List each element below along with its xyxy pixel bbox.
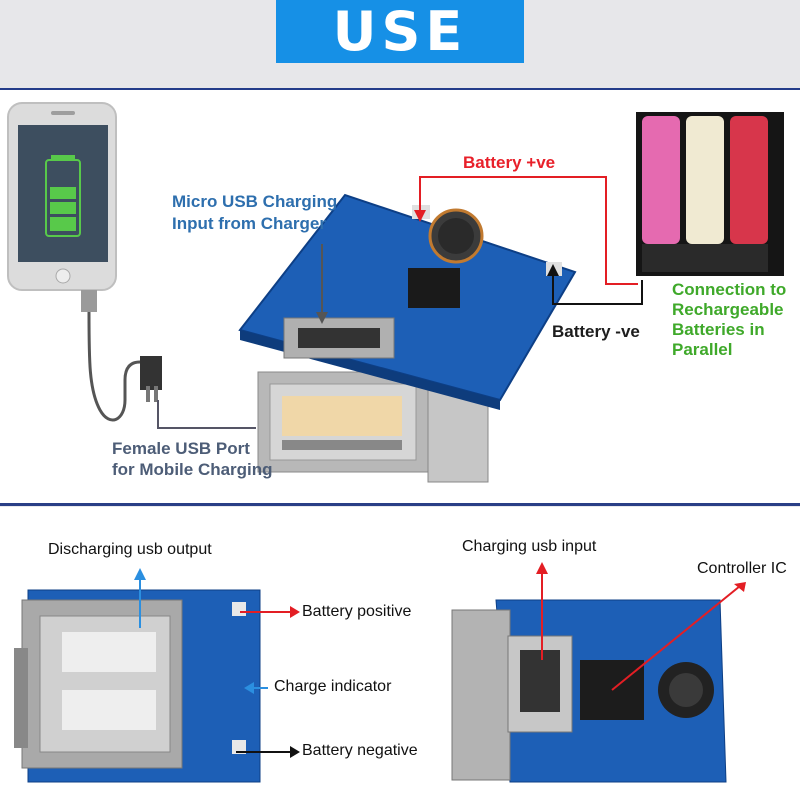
usb-cable: [81, 290, 256, 429]
connection-label-2: Rechargeable: [672, 300, 784, 319]
connection-label-4: Parallel: [672, 340, 733, 359]
connection-label-1: Connection to: [672, 280, 787, 299]
female-usb-label-1: Female USB Port: [112, 439, 250, 458]
female-usb-port: [257, 371, 489, 483]
charge-indicator-label: Charge indicator: [274, 678, 392, 695]
divider-middle: [0, 503, 800, 506]
battery-pack: [636, 112, 784, 276]
female-usb-label-2: for Mobile Charging: [112, 460, 273, 479]
divider-top: [0, 88, 800, 90]
battery-positive-label: Battery +ve: [463, 153, 556, 172]
pcb-board-right: [451, 599, 727, 783]
wire-battery-negative: [552, 268, 643, 305]
battery-negative-label: Battery -ve: [552, 322, 640, 341]
micro-usb-label-2: Input from Charger: [172, 214, 326, 233]
arrow-controller-ic: [611, 585, 741, 691]
controller-ic-label: Controller IC: [697, 560, 787, 577]
charging-usb-label: Charging usb input: [462, 538, 597, 555]
page-title: USE: [332, 0, 468, 63]
pcb-board-left: [14, 589, 261, 783]
discharging-usb-label: Discharging usb output: [48, 541, 212, 558]
battery-negative-bottom-label: Battery negative: [302, 742, 418, 759]
connection-label-3: Batteries in: [672, 320, 765, 339]
title-banner: USE: [276, 0, 524, 63]
phone-icon: [7, 102, 117, 291]
battery-positive-bottom-label: Battery positive: [302, 603, 412, 620]
wire-battery-positive: [419, 176, 638, 285]
micro-usb-label-1: Micro USB Charging: [172, 192, 338, 211]
